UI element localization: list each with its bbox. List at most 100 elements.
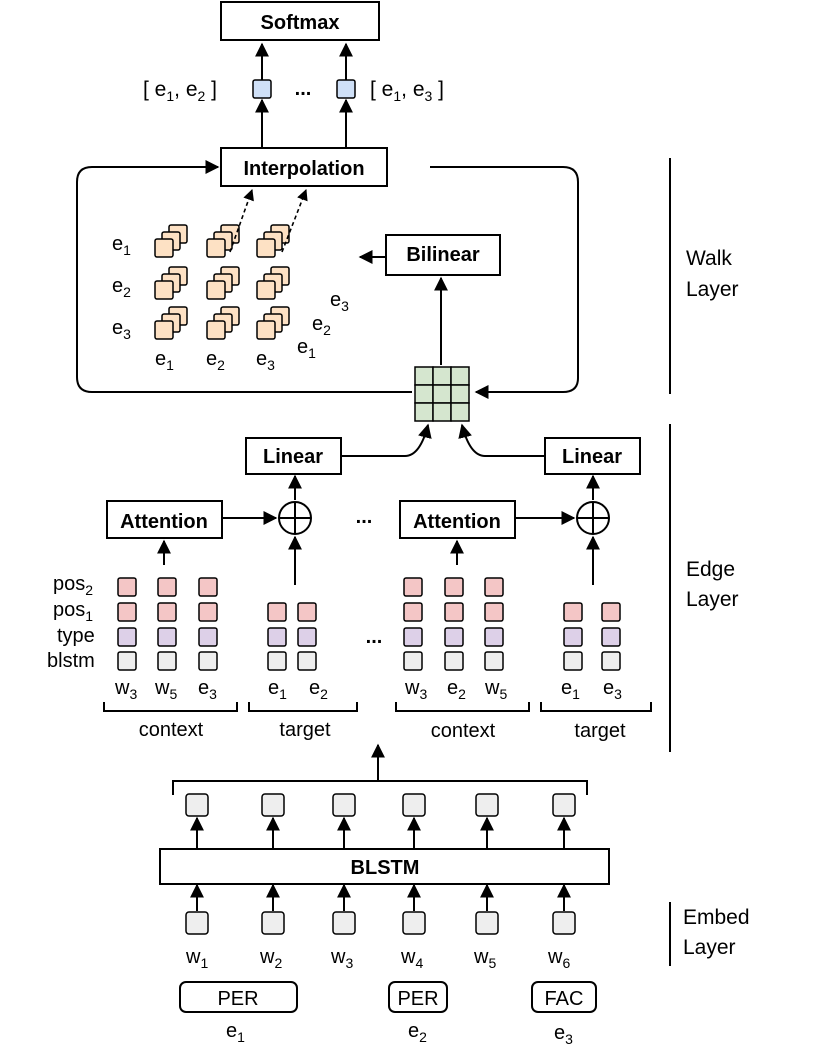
word-embedding-1	[185, 911, 209, 935]
matrix-cell-2-3	[450, 384, 470, 404]
svg-text:Softmax: Softmax	[261, 12, 340, 34]
edge-ellipsis-top: ...	[356, 506, 373, 528]
svg-text:e3: e3	[330, 289, 349, 314]
entity-per-2: PER e2	[388, 981, 448, 1045]
feature-type-cell-5	[297, 627, 317, 647]
walk-cell-2-2-1	[206, 280, 226, 300]
svg-text:e3: e3	[198, 677, 217, 702]
walk-tensor	[154, 224, 290, 340]
feature-type-cell-2	[157, 627, 177, 647]
svg-text:e1: e1	[561, 677, 580, 702]
svg-text:Linear: Linear	[263, 446, 323, 468]
feature-blstm-cell-10	[601, 651, 621, 671]
blstm-hidden-states	[185, 793, 576, 935]
edge-layer-label: Edge Layer	[669, 424, 739, 752]
svg-text:BLSTM: BLSTM	[351, 857, 420, 879]
feature-pos2-cell-8	[484, 577, 504, 597]
feature-pos2-cell-6	[403, 577, 423, 597]
svg-text:e2: e2	[447, 677, 466, 702]
feature-row-labels: pos2 pos1 type blstm	[47, 573, 95, 672]
feature-blstm-cell-5	[297, 651, 317, 671]
svg-text:e3: e3	[256, 348, 275, 373]
matrix-cell-3-3	[450, 402, 470, 422]
feature-blstm-cell-4	[267, 651, 287, 671]
feature-pos1-cell-3	[198, 602, 218, 622]
hidden-state-6	[552, 793, 576, 817]
output-pair-right: [ e1, e3 ]	[370, 78, 444, 104]
sum-node-2	[576, 501, 610, 535]
svg-text:FAC: FAC	[545, 988, 584, 1010]
walk-depth-labels: e1 e2 e3	[297, 289, 349, 361]
svg-text:context: context	[139, 719, 204, 741]
svg-text:e2: e2	[312, 313, 331, 338]
svg-text:Linear: Linear	[562, 446, 622, 468]
softmax-block: Softmax	[220, 1, 380, 41]
word-embedding-6	[552, 911, 576, 935]
feature-blstm-cell-3	[198, 651, 218, 671]
feature-pos1-cell-4	[267, 602, 287, 622]
output-pair-left: [ e1, e2 ]	[143, 78, 217, 104]
svg-text:e1: e1	[268, 677, 287, 702]
matrix-cell-1-1	[414, 366, 434, 386]
entity-fac: FAC e3	[531, 981, 597, 1047]
svg-text:Bilinear: Bilinear	[406, 244, 480, 266]
feature-pos1-cell-8	[484, 602, 504, 622]
svg-text:w6: w6	[547, 946, 570, 971]
feature-blstm-cell-9	[563, 651, 583, 671]
svg-text:Attention: Attention	[120, 511, 208, 533]
svg-text:context: context	[431, 720, 496, 742]
blstm-block: BLSTM	[159, 848, 610, 885]
hidden-state-1	[185, 793, 209, 817]
feature-pos1-cell-7	[444, 602, 464, 622]
svg-text:PER: PER	[397, 988, 438, 1010]
blstm-output-bracket	[172, 780, 588, 795]
svg-text:type: type	[57, 625, 95, 647]
svg-text:w5: w5	[154, 677, 177, 702]
edge-token-labels: w3 w5 e3 e1 e2 w3 e2 w5 e1 e3	[114, 677, 622, 702]
walk-row-labels: e1 e2 e3	[112, 233, 131, 342]
word-embedding-5	[475, 911, 499, 935]
matrix-cell-2-2	[432, 384, 452, 404]
feature-type-cell-6	[403, 627, 423, 647]
feature-blstm-cell-7	[444, 651, 464, 671]
svg-text:pos2: pos2	[53, 573, 93, 598]
feature-type-cell-4	[267, 627, 287, 647]
word-embedding-4	[402, 911, 426, 935]
svg-text:e1: e1	[226, 1020, 245, 1045]
svg-text:w2: w2	[259, 946, 282, 971]
svg-text:Layer: Layer	[686, 278, 739, 301]
edge-ellipsis-mid: ...	[366, 626, 383, 648]
matrix-cell-1-2	[432, 366, 452, 386]
svg-text:w3: w3	[404, 677, 427, 702]
edge-feature-vectors	[117, 577, 621, 671]
svg-text:e1: e1	[112, 233, 131, 258]
svg-text:w3: w3	[330, 946, 353, 971]
feature-type-cell-1	[117, 627, 137, 647]
walk-layer-loop	[430, 166, 579, 399]
linear-block-2: Linear	[544, 437, 641, 475]
matrix-cell-1-3	[450, 366, 470, 386]
feature-blstm-cell-6	[403, 651, 423, 671]
entity-pair-vector-e1-e3	[336, 79, 356, 99]
feature-pos1-cell-1	[117, 602, 137, 622]
feature-type-cell-3	[198, 627, 218, 647]
feature-pos2-cell-7	[444, 577, 464, 597]
word-labels: w1 w2 w3 w4 w5 w6	[185, 946, 570, 971]
svg-text:Embed: Embed	[683, 906, 750, 929]
walk-layer-label: Walk Layer	[669, 158, 739, 394]
walk-cell-1-2-1	[206, 238, 226, 258]
hidden-state-3	[332, 793, 356, 817]
feature-pos1-cell-9	[563, 602, 583, 622]
output-ellipsis: ...	[295, 78, 312, 100]
entity-pair-vector-e1-e2	[252, 79, 272, 99]
svg-text:target: target	[574, 720, 626, 742]
walk-col-labels: e1 e2 e3	[155, 348, 275, 373]
hidden-state-5	[475, 793, 499, 817]
svg-text:e2: e2	[408, 1020, 427, 1045]
feature-pos1-cell-2	[157, 602, 177, 622]
svg-text:target: target	[279, 719, 331, 741]
svg-text:PER: PER	[217, 988, 258, 1010]
svg-text:pos1: pos1	[53, 599, 93, 624]
svg-text:blstm: blstm	[47, 650, 95, 672]
svg-text:Interpolation: Interpolation	[243, 158, 364, 180]
